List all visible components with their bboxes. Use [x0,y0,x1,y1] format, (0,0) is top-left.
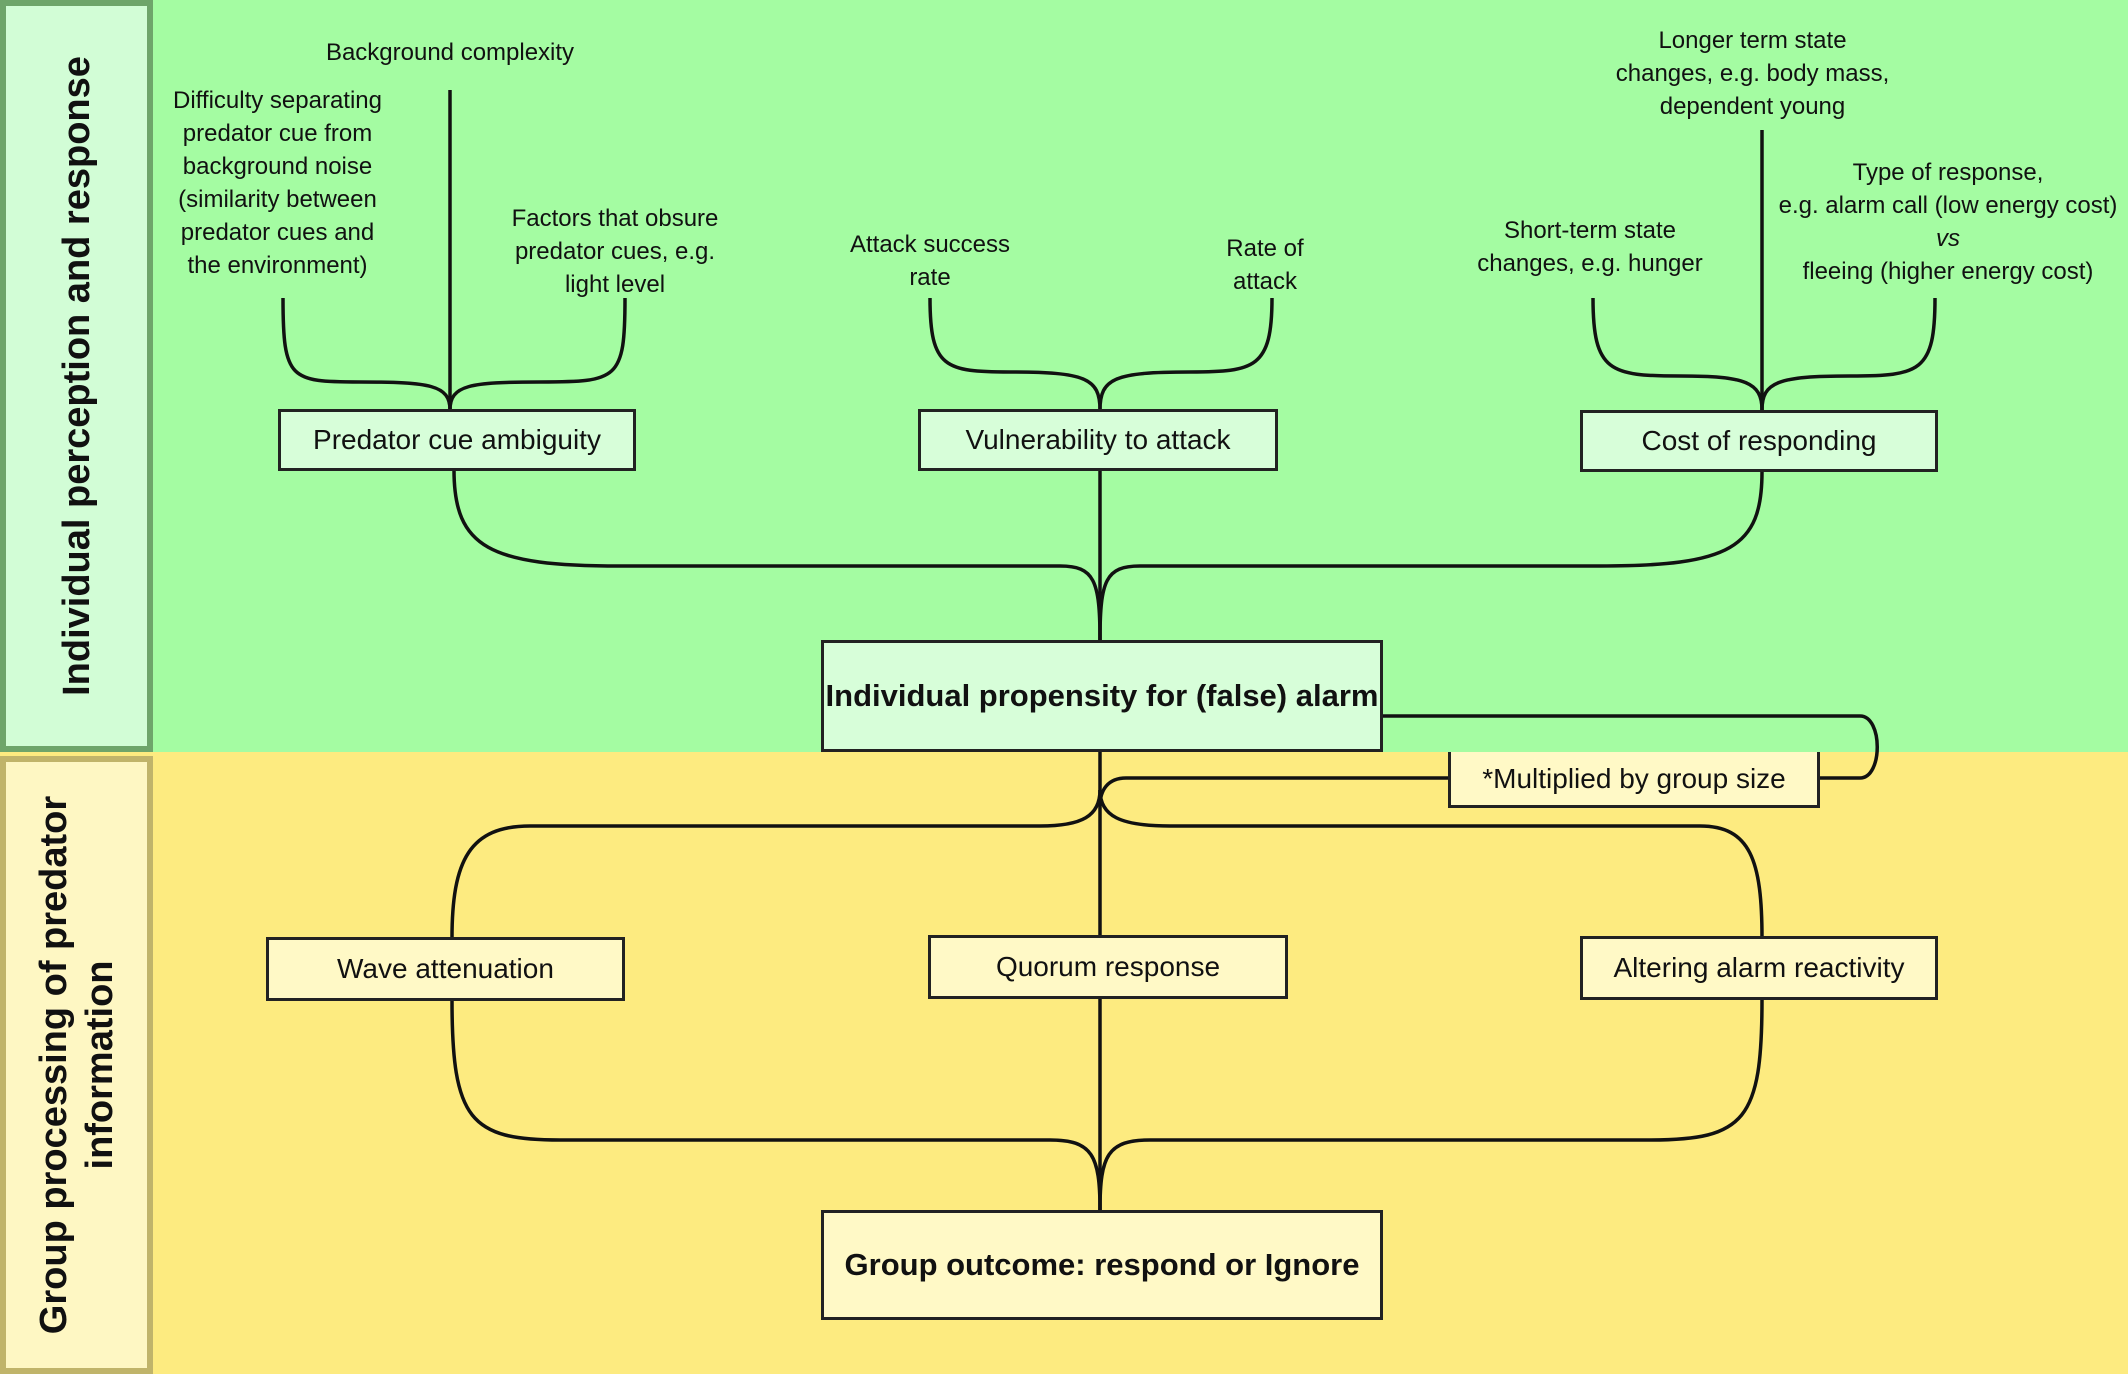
factor-longer-term-state: Longer term state changes, e.g. body mas… [1615,27,1890,120]
box-vulnerability-to-attack: Vulnerability to attack [918,409,1278,471]
section-label-group: Group processing of predator information [0,756,153,1374]
box-multiplied-by-group-size: *Multiplied by group size [1448,752,1820,808]
factor-background-complexity: Background complexity [325,39,575,66]
factor-short-term-state: Short-term state changes, e.g. hunger [1477,217,1703,277]
box-predator-cue-ambiguity: Predator cue ambiguity [278,409,636,471]
factor-difficulty-separating: Difficulty separating predator cue from … [173,87,382,279]
box-altering-alarm-reactivity: Altering alarm reactivity [1580,936,1938,1000]
factor-rate-of-attack: Rate of attack [1226,235,1304,295]
box-quorum-response: Quorum response [928,935,1288,999]
factor-obscuring: Factors that obsure predator cues, e.g. … [511,205,719,298]
factor-attack-success: Attack success rate [849,231,1011,291]
box-wave-attenuation: Wave attenuation [266,937,625,1001]
box-group-outcome: Group outcome: respond or Ignore [821,1210,1383,1320]
factor-type-of-response: Type of response, e.g. alarm call (low e… [1778,159,2118,285]
box-individual-propensity: Individual propensity for (false) alarm [821,640,1383,752]
section-label-perception: Individual perception and response [0,0,153,752]
box-cost-of-responding: Cost of responding [1580,410,1938,472]
